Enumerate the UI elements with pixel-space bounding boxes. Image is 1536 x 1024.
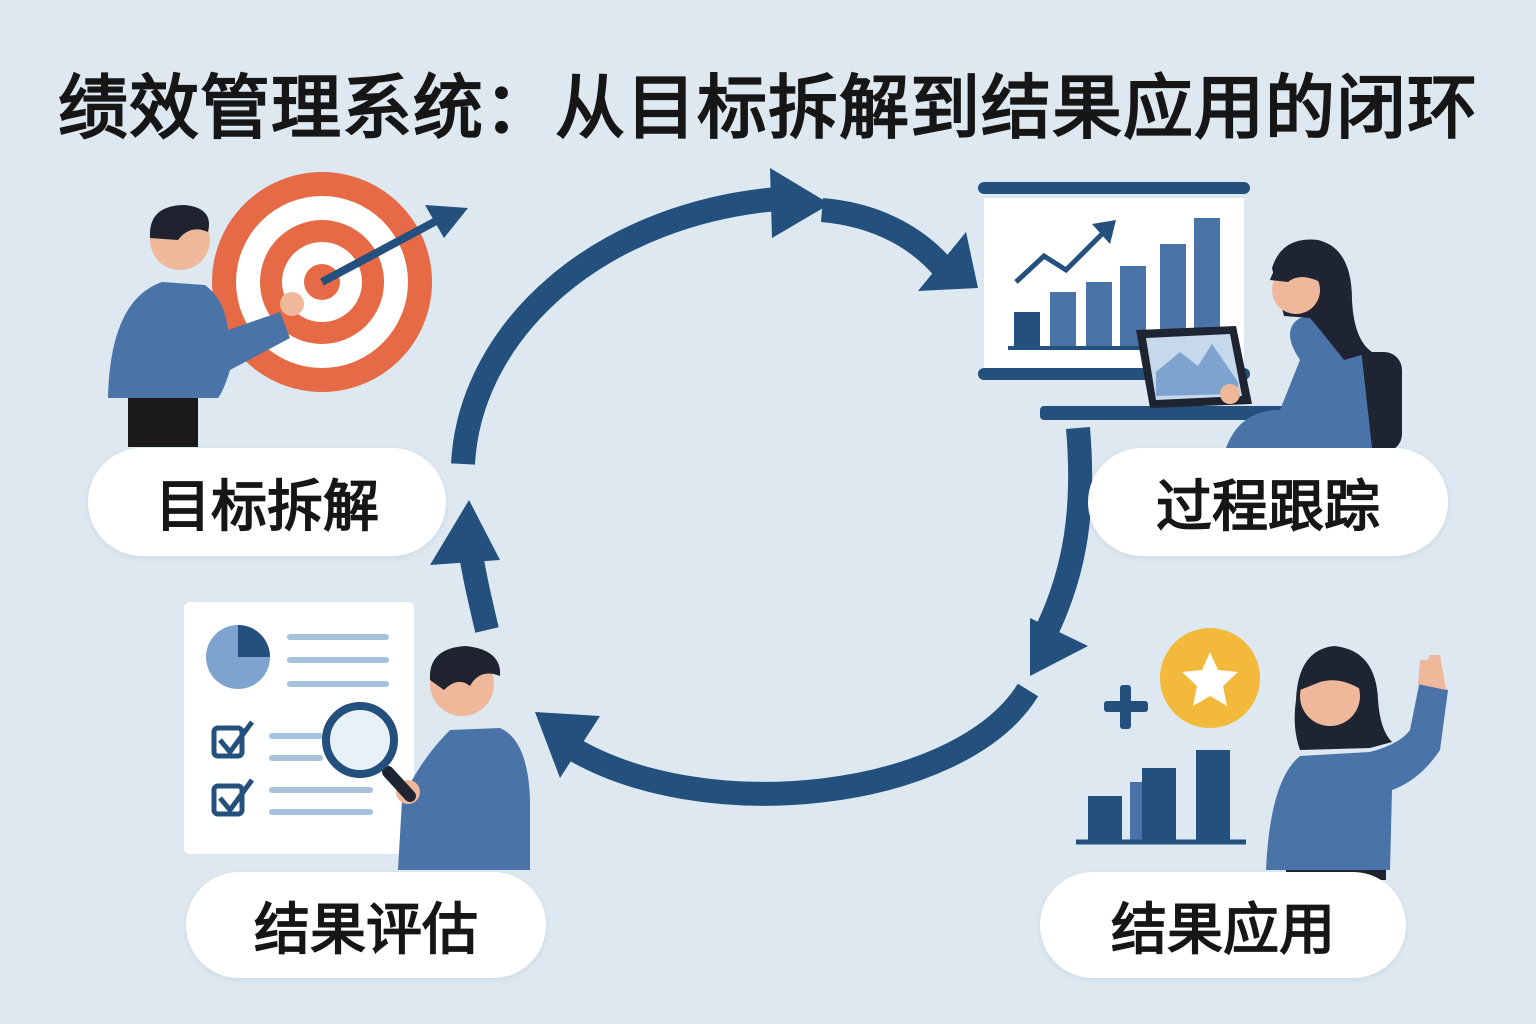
cycle-arrows (451, 186, 1093, 806)
arrow-top-to-tracking (820, 198, 955, 278)
evaluation-illustration (184, 602, 530, 870)
bar-chart-icon (1076, 750, 1246, 845)
stage-goal: 目标拆解 (88, 448, 446, 556)
arrow-tracking-to-application (1037, 426, 1093, 634)
star-badge-icon (1160, 628, 1260, 728)
magnifier-icon (322, 702, 416, 802)
arrow-head-evaluation (535, 712, 600, 778)
plus-icon (1104, 685, 1148, 729)
arrow-head-application (1030, 618, 1088, 676)
person-evaluation (396, 646, 530, 870)
stage-evaluation-label: 结果评估 (254, 897, 478, 963)
stage-tracking: 过程跟踪 (1088, 448, 1448, 556)
laptop-icon (1136, 326, 1252, 408)
arrow-head-goal (430, 500, 500, 565)
stage-application-label: 结果应用 (1111, 897, 1335, 963)
person-application (1266, 646, 1448, 880)
arrow-heads (430, 168, 1088, 778)
goal-illustration (108, 172, 468, 447)
stage-evaluation: 结果评估 (186, 872, 546, 978)
arrow-head-top (770, 168, 830, 238)
person-tracking (1226, 239, 1402, 452)
page-title: 绩效管理系统：从目标拆解到结果应用的闭环 (58, 67, 1478, 149)
arrow-goal-to-top (451, 186, 791, 465)
arrow-dart-icon (320, 205, 468, 286)
tracking-illustration (978, 182, 1402, 452)
checklist-icon (184, 602, 414, 854)
stage-application: 结果应用 (1040, 872, 1406, 978)
checkbox-icon (211, 720, 255, 817)
pie-chart-icon (206, 625, 270, 689)
person-goal (108, 205, 304, 447)
arrow-head-tracking (918, 232, 978, 291)
arrow-application-to-evaluation (558, 683, 1039, 806)
stage-goal-label: 目标拆解 (155, 474, 379, 540)
stage-tracking-label: 过程跟踪 (1156, 474, 1380, 540)
application-illustration (1076, 628, 1448, 880)
trend-arrow-icon (1014, 220, 1116, 284)
